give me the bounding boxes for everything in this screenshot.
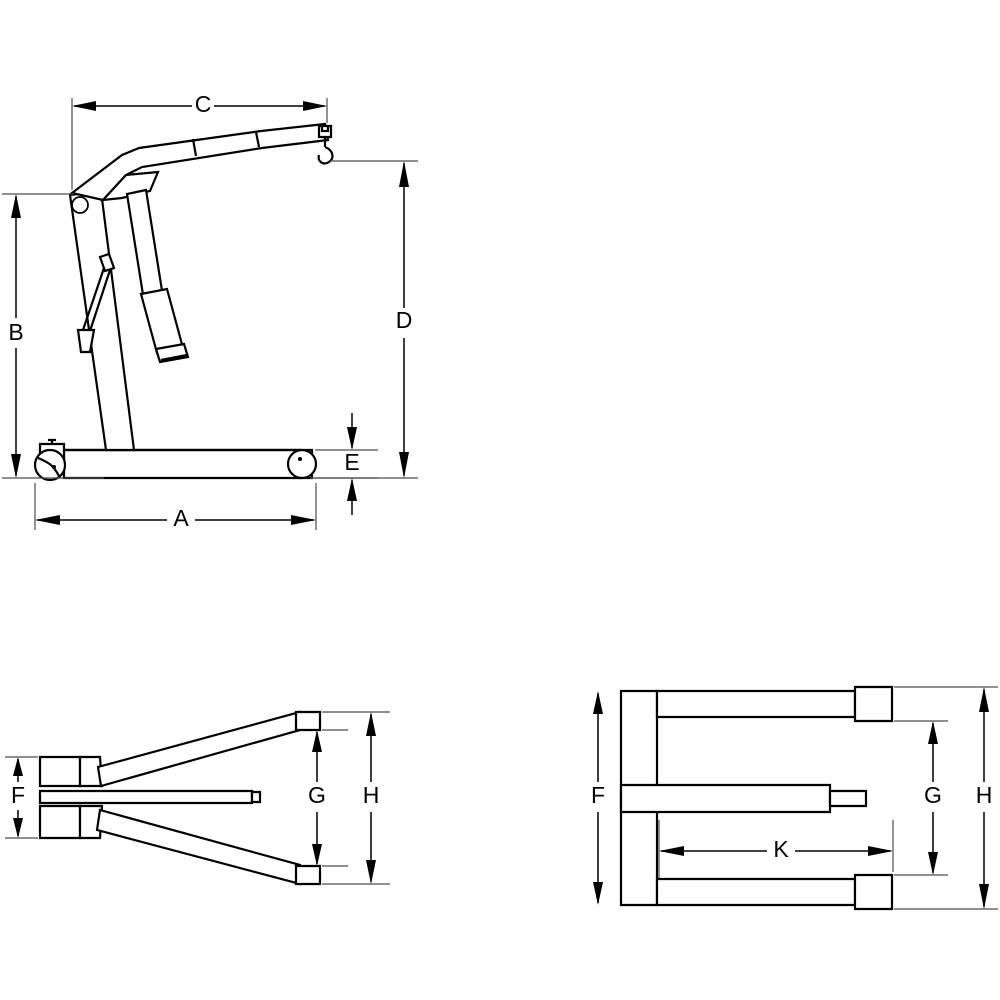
pump-handle-rod: [81, 267, 106, 331]
dimension-A-arrow-right: [291, 515, 316, 525]
dimension-G-parallel-label: G: [924, 782, 942, 808]
center-bar-parallel: [619, 783, 832, 814]
pump-handle-linkage: [76, 252, 116, 354]
lower-splayed-leg-endcap: [294, 864, 322, 886]
dimension-K-arrow-right: [868, 846, 893, 856]
side-elevation-view: C B D E: [2, 91, 418, 531]
dimension-E-label: E: [344, 449, 359, 475]
lifting-hook: [317, 137, 334, 165]
dimension-K-arrow-left: [659, 846, 684, 856]
right-caster-wheel: [286, 448, 318, 480]
dimension-G-parallel: G: [894, 720, 948, 876]
dimension-G-parallel-arrow-bottom: [928, 852, 938, 875]
dimension-H-parallel-arrow-top: [979, 687, 989, 712]
dimension-C-arrow-left: [72, 101, 96, 111]
yoke-block-lower: [38, 804, 82, 840]
lower-parallel-leg: [655, 877, 857, 907]
ram-base-collar: [154, 342, 190, 364]
center-bar-tip-parallel: [828, 789, 868, 808]
dimension-F-parallel-arrow-bottom: [593, 882, 603, 905]
right-caster-axle-dot: [298, 457, 302, 461]
upper-splayed-leg-endcap: [294, 710, 322, 732]
dimension-D-label: D: [396, 307, 413, 333]
dimension-B: B: [2, 193, 104, 479]
boom-extension-seam: [254, 131, 261, 148]
yoke-block-upper: [38, 755, 82, 788]
pump-handle-grip: [98, 252, 116, 273]
dimension-G-splayed: G: [308, 729, 348, 867]
dimension-K-label: K: [773, 836, 789, 862]
boom-outer-section: [69, 122, 330, 202]
dimension-E-arrow-top: [347, 427, 357, 450]
dimension-G-splayed-arrow-top: [312, 730, 322, 752]
boom-lower-brace: [100, 170, 160, 202]
mast-outline: [68, 189, 136, 452]
left-caster-wheel-detail: [37, 456, 61, 479]
pump-linkage-foot: [76, 328, 96, 354]
dimension-B-arrow-top: [11, 194, 21, 218]
dimension-H-splayed-label: H: [363, 782, 380, 808]
dimension-E: E: [315, 413, 378, 515]
dimension-G-splayed-label: G: [308, 782, 326, 808]
dimension-H-parallel-arrow-bottom: [979, 884, 989, 909]
mast-column: [68, 189, 136, 452]
dimension-F-splayed: F: [5, 756, 38, 839]
lower-parallel-leg-endcap: [853, 873, 894, 911]
upper-parallel-leg: [655, 689, 857, 719]
dimension-G-splayed-arrow-bottom: [312, 844, 322, 866]
dimension-A: A: [34, 483, 317, 531]
dimension-H-splayed-arrow-bottom: [366, 860, 376, 884]
upper-splayed-leg: [96, 710, 302, 788]
hydraulic-ram-assembly: [125, 188, 190, 364]
dimension-H-parallel-label: H: [976, 782, 993, 808]
dimension-D-arrow-bottom: [399, 452, 409, 478]
dimension-F-splayed-arrow-bottom: [13, 818, 23, 838]
dimension-D-arrow-top: [399, 161, 409, 187]
dimension-H-parallel: H: [894, 686, 998, 910]
dimension-D: D: [310, 160, 418, 479]
center-bar-splayed: [38, 789, 254, 805]
left-caster-axle-dot: [52, 465, 56, 469]
ram-cylinder-body: [139, 287, 185, 355]
dimension-F-splayed-label: F: [11, 782, 25, 808]
ram-rod: [125, 188, 165, 303]
dimension-C-arrow-right: [303, 101, 327, 111]
mast-pivot-hole: [71, 196, 89, 214]
base-frame-assembly: [33, 438, 318, 482]
top-plan-view-legs-parallel: F G H K: [591, 685, 998, 911]
dimension-A-arrow-left: [35, 515, 60, 525]
dimension-H-splayed: H: [322, 711, 390, 885]
dimension-B-label: B: [8, 319, 23, 345]
pump-handle-rod-2: [88, 269, 112, 332]
base-beam: [62, 448, 302, 480]
dimension-E-arrow-bottom: [347, 478, 357, 501]
ram-base-foot: [160, 353, 188, 362]
dimension-F-parallel-arrow-top: [593, 691, 603, 714]
dimension-A-label: A: [173, 505, 189, 531]
dimension-C: C: [71, 91, 328, 190]
dimension-F-splayed-arrow-top: [13, 757, 23, 776]
left-caster-stem: [48, 438, 56, 444]
boom-arm: [69, 122, 333, 202]
boom-tip-detail: [320, 126, 330, 133]
dimension-F-parallel: F: [591, 691, 605, 905]
boom-inner-seam: [191, 138, 198, 157]
lower-splayed-leg: [95, 808, 302, 886]
dimension-F-parallel-label: F: [591, 782, 605, 808]
hook-curve: [317, 145, 334, 165]
dimension-C-label: C: [195, 91, 212, 117]
center-bar-tip-splayed: [250, 790, 262, 804]
top-plan-view-legs-splayed: F G H: [5, 710, 390, 886]
dimension-B-arrow-bottom: [11, 454, 21, 478]
dimension-K: K: [658, 820, 894, 878]
dimension-H-splayed-arrow-top: [366, 712, 376, 736]
dimension-G-parallel-arrow-top: [928, 721, 938, 744]
upper-parallel-leg-endcap: [853, 685, 894, 723]
